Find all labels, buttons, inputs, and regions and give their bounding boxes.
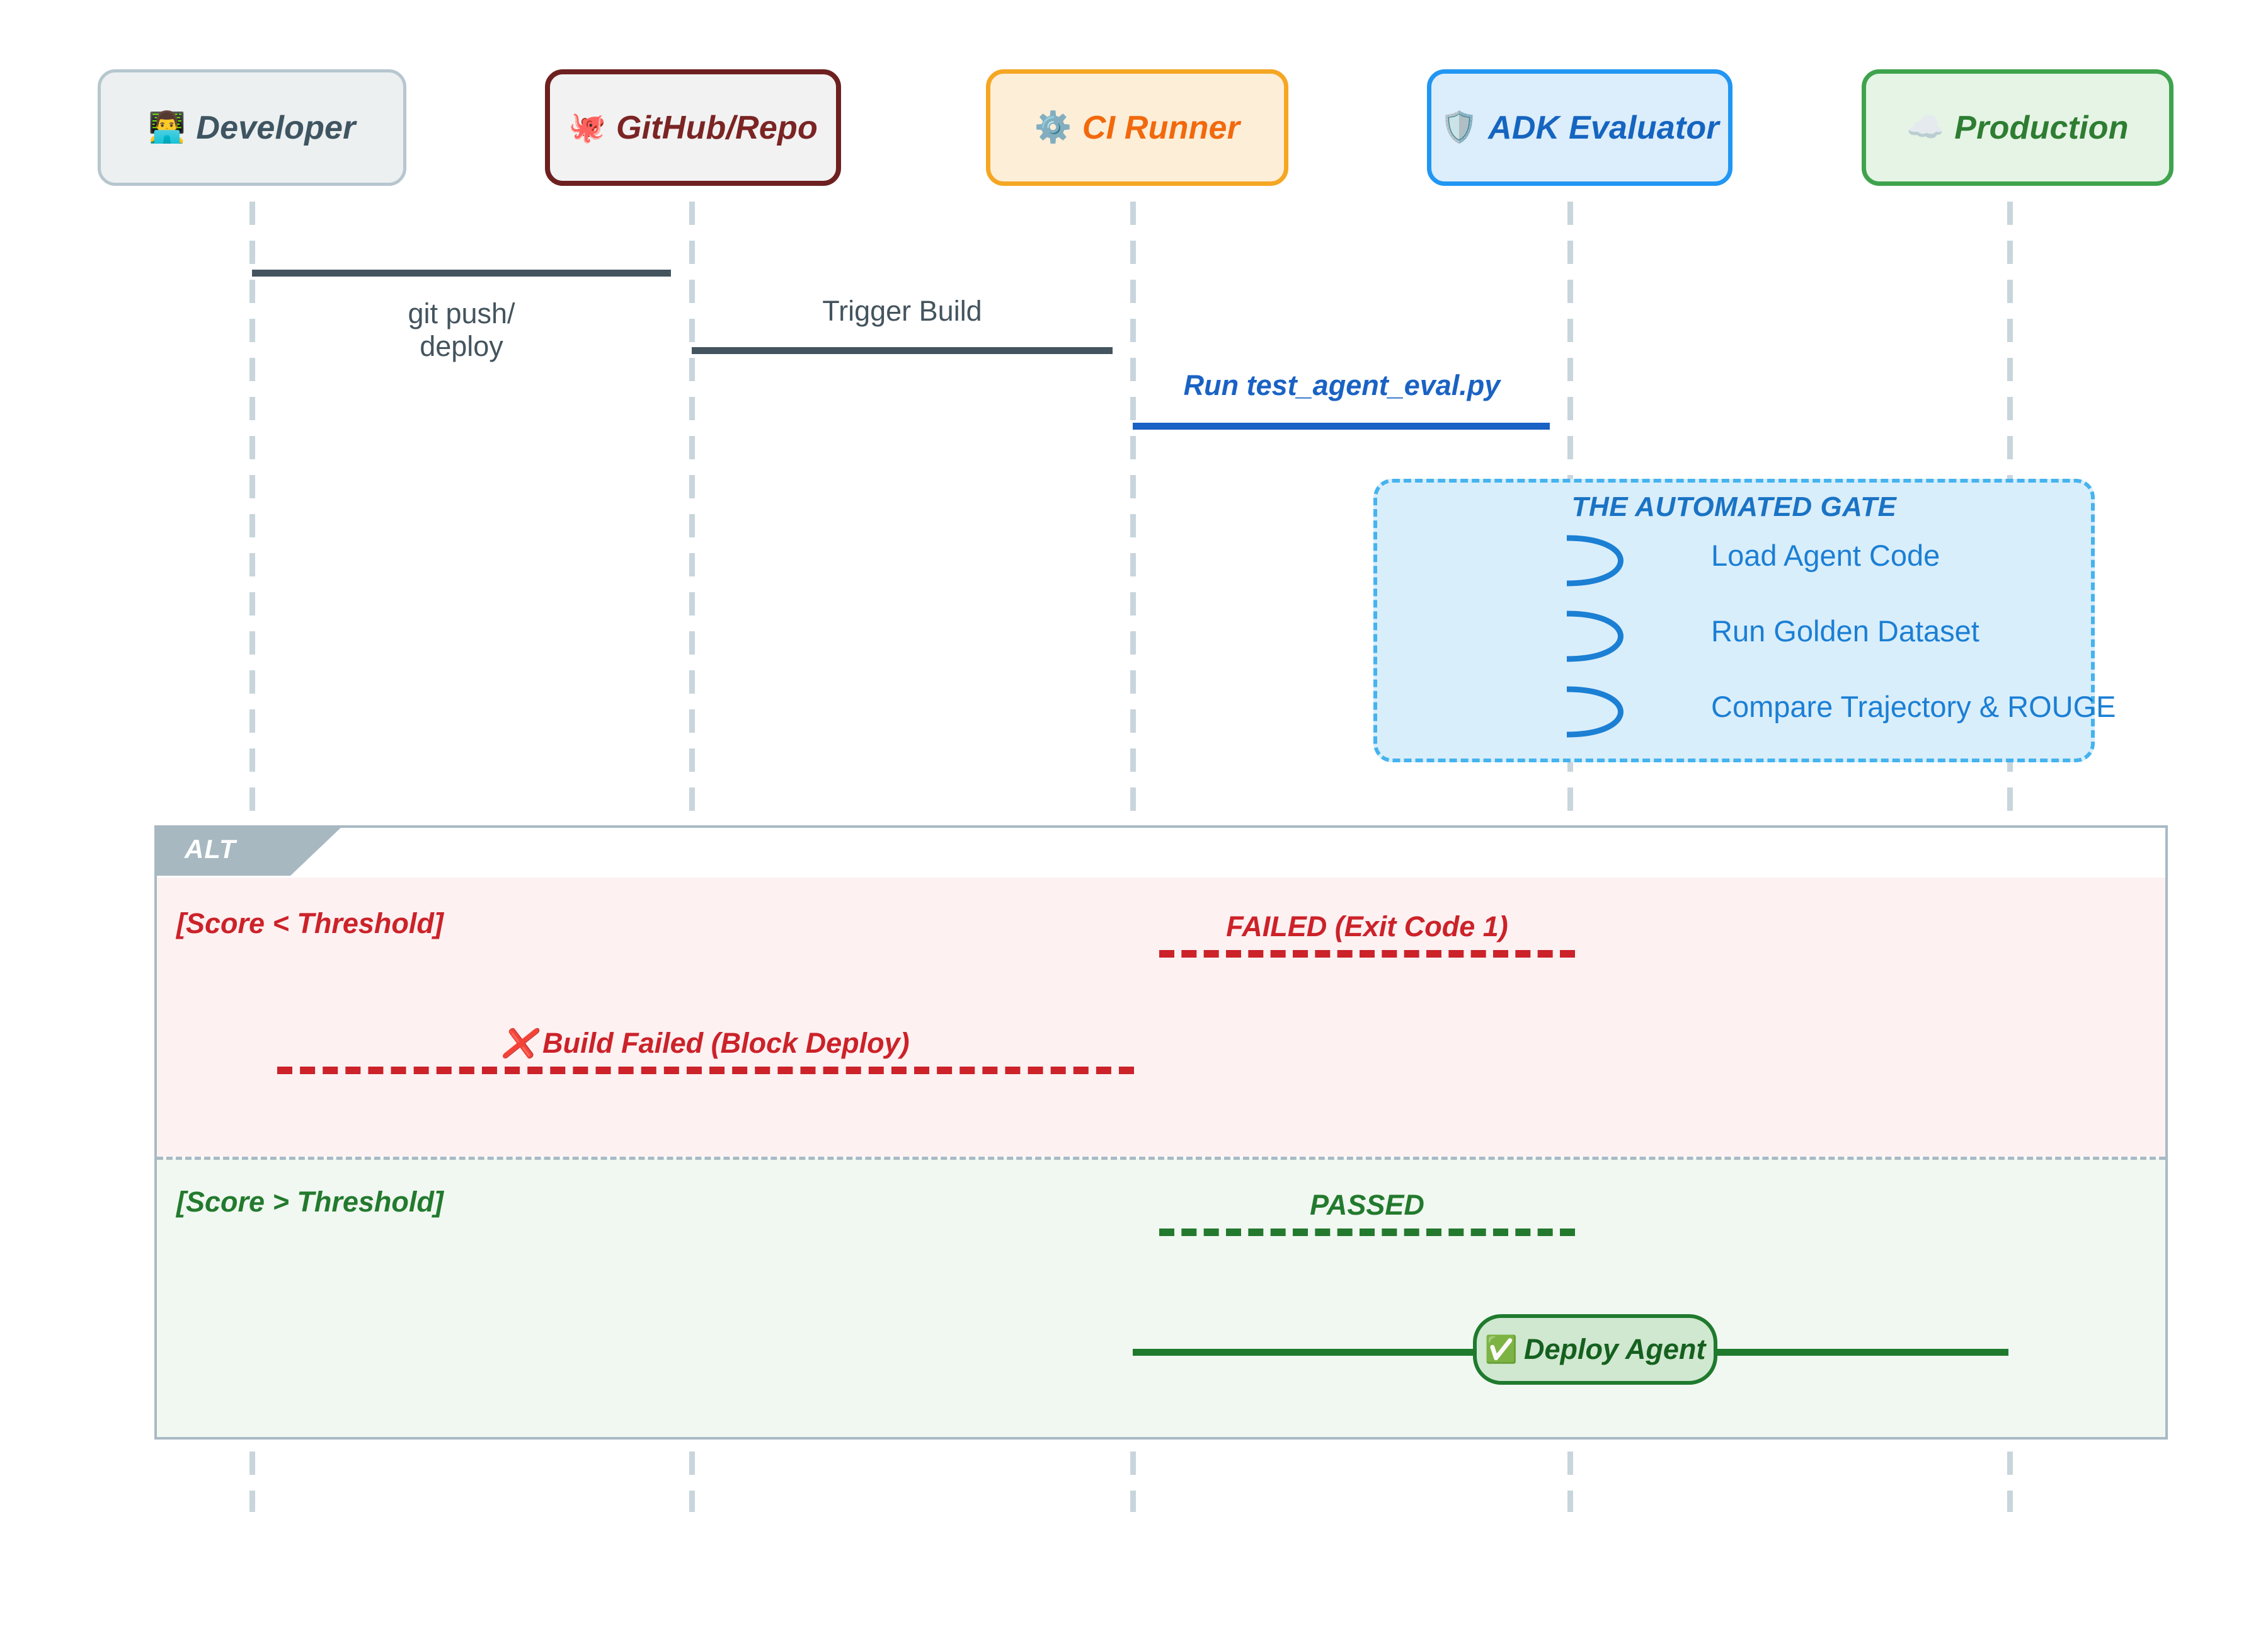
message-label-build-failed: ❌Build Failed (Block Deploy) bbox=[277, 1027, 1134, 1060]
message-label-trigger-build: Trigger Build bbox=[822, 295, 982, 327]
alt-branch-fail-background bbox=[157, 878, 2165, 1157]
note-title: THE AUTOMATED GATE bbox=[1571, 491, 1897, 522]
self-message-load-agent-code: Load Agent Code bbox=[1377, 532, 2091, 595]
participant-production[interactable]: ☁️ Production bbox=[1862, 69, 2174, 186]
self-message-run-golden-dataset: Run Golden Dataset bbox=[1377, 607, 2091, 670]
message-line-build-failed bbox=[277, 1067, 1134, 1074]
self-loop-arrow-icon bbox=[1566, 535, 1624, 587]
self-message-label-3: Compare Trajectory & ROUGE bbox=[1711, 690, 2116, 723]
self-message-compare-trajectory: Compare Trajectory & ROUGE bbox=[1377, 683, 2116, 746]
deploy-agent-label: Deploy Agent bbox=[1523, 1333, 1706, 1365]
message-label-build-failed-text: Build Failed (Block Deploy) bbox=[542, 1027, 910, 1059]
participant-adk-evaluator-label: ADK Evaluator bbox=[1488, 109, 1719, 146]
note-automated-gate: THE AUTOMATED GATE Load Agent Code Run G… bbox=[1373, 479, 2116, 762]
participant-github-repo[interactable]: 🐙 GitHub/Repo bbox=[545, 69, 841, 186]
participant-developer-label: Developer bbox=[196, 109, 356, 146]
message-label-git-push-line1: git push/ bbox=[408, 297, 515, 329]
self-message-label-1: Load Agent Code bbox=[1711, 539, 1940, 572]
alt-keyword-label: ALT bbox=[185, 834, 236, 864]
participant-developer[interactable]: 👨‍💻 Developer bbox=[98, 69, 406, 186]
alt-branch-pass-background bbox=[157, 1158, 2165, 1437]
alt-condition-fail: [Score < Threshold] bbox=[176, 907, 444, 939]
deploy-agent-badge[interactable]: ✅ Deploy Agent bbox=[1473, 1314, 1717, 1385]
gear-icon: ⚙️ bbox=[1034, 110, 1072, 144]
message-label-git-push-line2: deploy bbox=[420, 329, 503, 362]
message-line-passed bbox=[1159, 1228, 1575, 1236]
cross-mark-icon: ❌ bbox=[501, 1028, 537, 1059]
participant-adk-evaluator[interactable]: 🛡️ ADK Evaluator bbox=[1427, 69, 1732, 186]
message-line-git-push bbox=[252, 270, 671, 277]
message-label-git-push: git push/ deploy bbox=[252, 297, 671, 363]
message-label-failed: FAILED (Exit Code 1) bbox=[1226, 910, 1508, 942]
participant-ci-runner-label: CI Runner bbox=[1082, 109, 1240, 146]
self-loop-arrow-icon bbox=[1566, 686, 1624, 738]
participant-github-repo-label: GitHub/Repo bbox=[616, 109, 818, 146]
alt-branch-divider bbox=[157, 1157, 2165, 1160]
self-message-label-2: Run Golden Dataset bbox=[1711, 614, 1979, 648]
alt-condition-pass: [Score > Threshold] bbox=[176, 1186, 444, 1218]
developer-icon: 👨‍💻 bbox=[148, 110, 186, 144]
participant-ci-runner[interactable]: ⚙️ CI Runner bbox=[986, 69, 1288, 186]
message-line-failed bbox=[1159, 950, 1575, 958]
participant-production-label: Production bbox=[1954, 109, 2129, 146]
octopus-icon: 🐙 bbox=[568, 110, 606, 144]
check-mark-icon: ✅ bbox=[1484, 1334, 1518, 1364]
message-line-trigger-build bbox=[692, 347, 1113, 354]
message-label-run-eval: Run test_agent_eval.py bbox=[1183, 369, 1501, 401]
cloud-icon: ☁️ bbox=[1906, 110, 1945, 144]
shield-icon: 🛡️ bbox=[1440, 110, 1479, 144]
message-label-passed: PASSED bbox=[1310, 1189, 1424, 1221]
message-line-run-eval bbox=[1133, 423, 1550, 430]
self-loop-arrow-icon bbox=[1566, 610, 1624, 662]
